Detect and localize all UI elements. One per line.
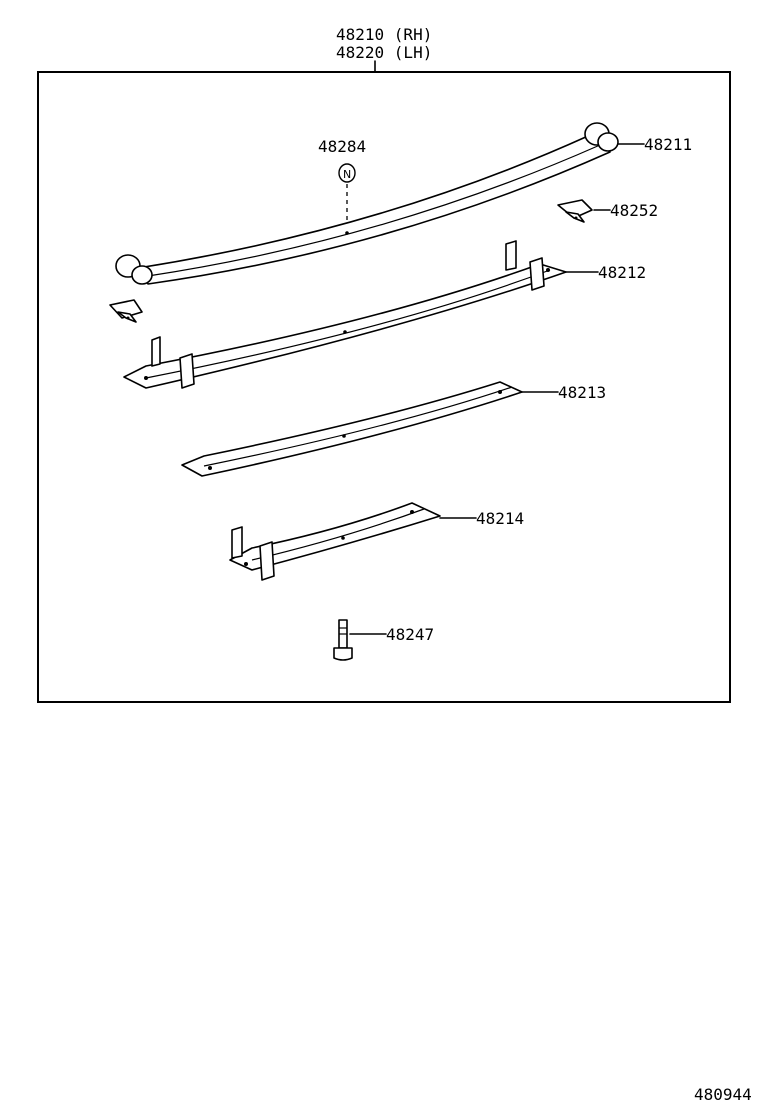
label-48284: 48284 bbox=[318, 137, 366, 156]
figure-id: 480944 bbox=[694, 1085, 752, 1104]
label-48213: 48213 bbox=[558, 383, 606, 402]
center-bolt-48247 bbox=[333, 619, 353, 661]
assembly-frame bbox=[37, 71, 731, 703]
leaf-48213 bbox=[181, 381, 523, 477]
clip-48252-right bbox=[557, 199, 593, 223]
label-48252: 48252 bbox=[610, 201, 658, 220]
label-48247: 48247 bbox=[386, 625, 434, 644]
nut-icon-48284 bbox=[338, 163, 356, 183]
leaf-48212 bbox=[123, 240, 567, 389]
label-48214: 48214 bbox=[476, 509, 524, 528]
nut-symbol: N bbox=[343, 168, 351, 181]
label-48211: 48211 bbox=[644, 135, 692, 154]
clip-left bbox=[109, 299, 143, 323]
assembly-part-number-lh: 48220 (LH) bbox=[336, 43, 432, 62]
label-48212: 48212 bbox=[598, 263, 646, 282]
main-leaf-48211 bbox=[115, 122, 619, 285]
assembly-part-number-rh: 48210 (RH) bbox=[336, 25, 432, 44]
leaf-48214 bbox=[229, 502, 441, 581]
